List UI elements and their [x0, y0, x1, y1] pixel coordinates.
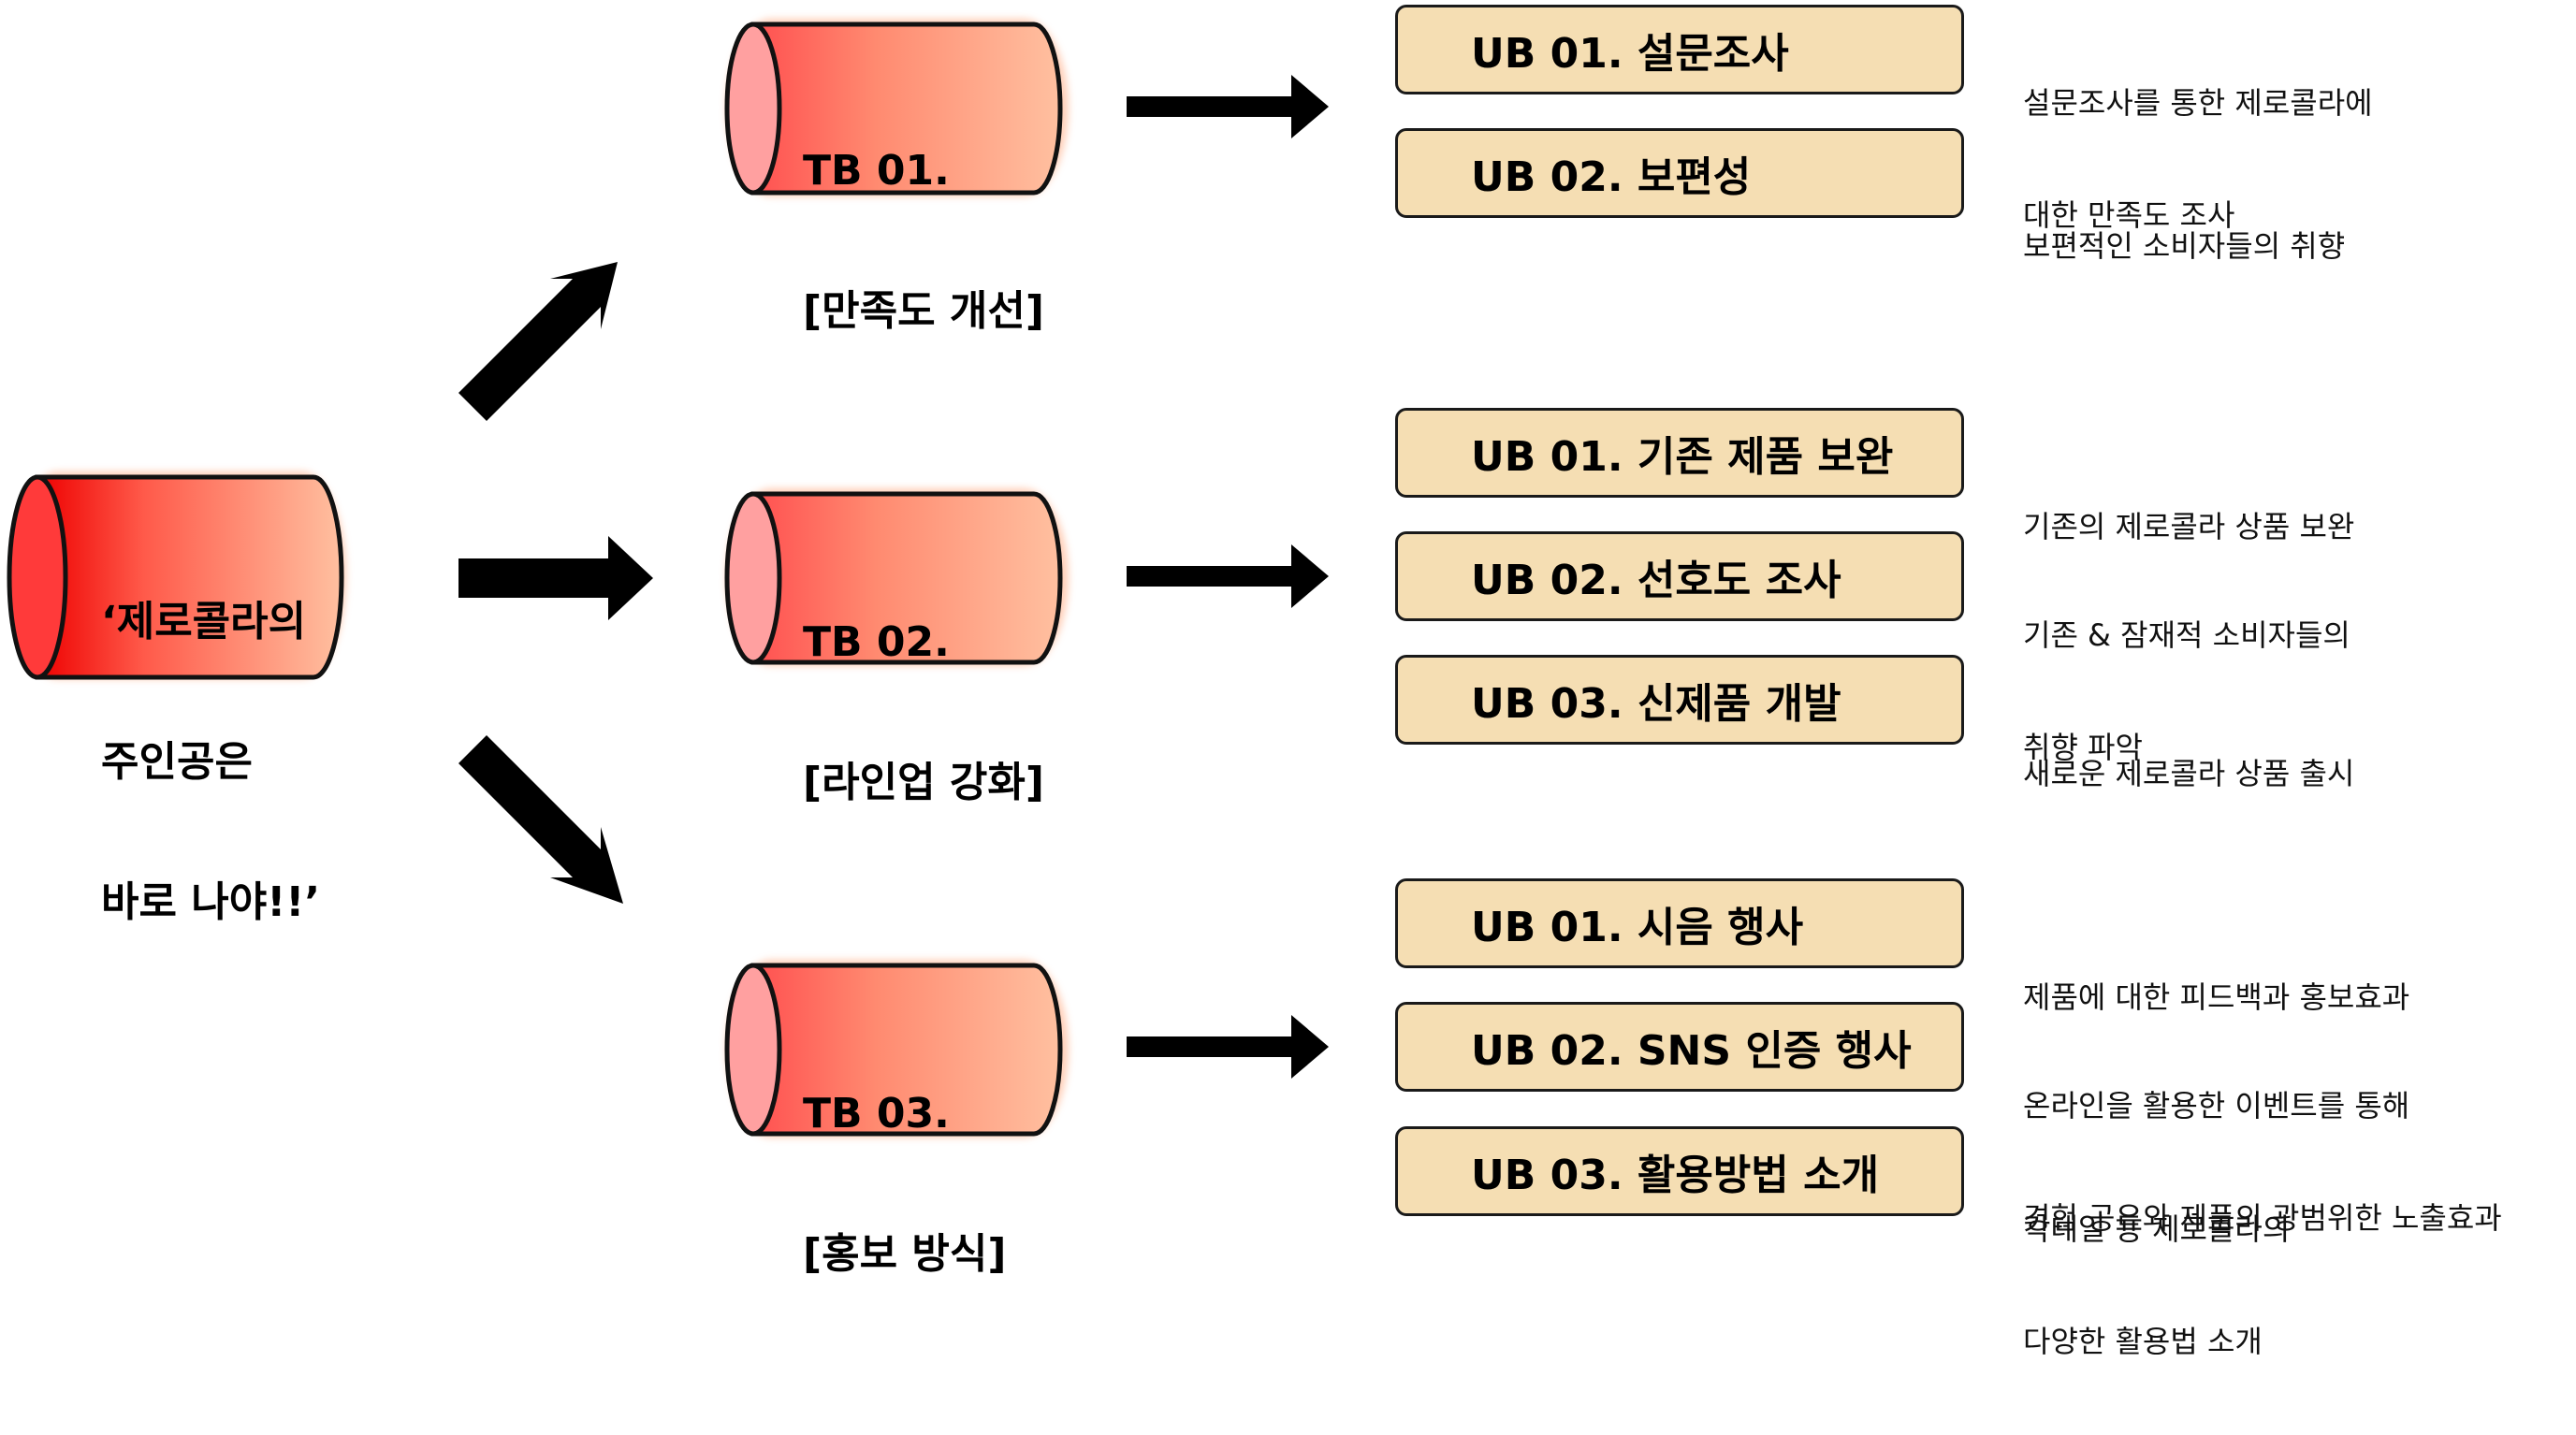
ub-desc-2-3: 새로운 제로콜라 상품 출시 — [2023, 680, 2354, 867]
root-line-2: 주인공은 — [101, 738, 253, 786]
diagram-canvas — [7, 19, 1329, 1138]
tb-3-label: TB 03. [홍보 방식] — [803, 997, 1006, 1371]
arrow-tb3 — [1127, 1015, 1329, 1079]
ub-desc-3-3: 칵테일 등 제로콜라의 다양한 활용법 소개 — [2023, 1136, 2290, 1435]
ub-box-3-3: UB 03. 활용방법 소개 — [1395, 1126, 1964, 1216]
ub-desc-1-1: 설문조사를 통한 제로콜라에 대한 만족도 조사 — [2023, 9, 2373, 309]
ub-desc-2-2: 기존 & 잠재적 소비자들의 취향 파악 — [2023, 542, 2350, 841]
tb-cylinder-1 — [724, 19, 1069, 196]
ub-box-3-2: UB 02. SNS 인증 행사 — [1395, 1002, 1964, 1092]
ub-box-2-2: UB 02. 선호도 조사 — [1395, 531, 1964, 621]
root-cylinder — [7, 471, 346, 680]
ub-desc-2-2-line-2: 취향 파악 — [2023, 730, 2143, 765]
ub-desc-3-3-line-1: 칵테일 등 제로콜라의 — [2023, 1211, 2291, 1247]
ub-box-1-1: UB 01. 설문조사 — [1395, 5, 1964, 94]
ub-desc-2-1-line-1: 기존의 제로콜라 상품 보완 — [2023, 509, 2355, 544]
arrow-right-center — [458, 536, 653, 620]
tb-3-line-1: TB 03. — [803, 1090, 950, 1138]
tb-1-line-1: TB 01. — [803, 147, 950, 195]
tb-cylinder-2 — [724, 488, 1069, 666]
ub-desc-1-1-line-1: 설문조사를 통한 제로콜라에 — [2023, 85, 2373, 121]
ub-desc-3-3-line-2: 다양한 활용법 소개 — [2023, 1324, 2263, 1359]
ub-desc-2-2-line-1: 기존 & 잠재적 소비자들의 — [2023, 617, 2350, 653]
ub-desc-1-2: 보편적인 소비자들의 취향 — [2023, 152, 2345, 340]
diagram-stage: ‘제로콜라의 주인공은 바로 나야!!’ TB 01. [만족도 개선] TB … — [7, 5, 2502, 1359]
arrow-up-right-shape — [458, 262, 618, 421]
ub-desc-2-3-line-1: 새로운 제로콜라 상품 출시 — [2023, 756, 2355, 791]
ub-desc-2-1: 기존의 제로콜라 상품 보완 — [2023, 433, 2354, 620]
ub-box-2-1: UB 01. 기존 제품 보완 — [1395, 408, 1964, 498]
root-line-1: ‘제로콜라의 — [101, 598, 307, 645]
ub-desc-1-2-line-1: 보편적인 소비자들의 취향 — [2023, 228, 2346, 264]
tb-2-line-1: TB 02. — [803, 618, 950, 666]
ub-box-3-1: UB 01. 시음 행사 — [1395, 878, 1964, 968]
arrow-tb1 — [1127, 75, 1329, 138]
arrow-tb2 — [1127, 544, 1329, 608]
tb-2-line-2: [라인업 강화] — [803, 759, 1044, 806]
ub-box-1-2: UB 02. 보편성 — [1395, 128, 1964, 218]
tb-1-line-2: [만족도 개선] — [803, 287, 1044, 335]
tb-3-line-2: [홍보 방식] — [803, 1230, 1007, 1278]
root-label: ‘제로콜라의 주인공은 바로 나야!!’ — [101, 505, 320, 1020]
tb-1-label: TB 01. [만족도 개선] — [803, 54, 1044, 428]
root-line-3: 바로 나야!!’ — [101, 878, 321, 926]
ub-desc-3-1-line-1: 제품에 대한 피드백과 홍보효과 — [2023, 979, 2410, 1015]
ub-desc-3-2-line-1: 온라인을 활용한 이벤트를 통해 — [2023, 1088, 2410, 1123]
ub-desc-1-1-line-2: 대한 만족도 조사 — [2023, 197, 2235, 233]
ub-desc-3-1: 제품에 대한 피드백과 홍보효과 — [2023, 904, 2409, 1091]
tb-2-label: TB 02. [라인업 강화] — [803, 526, 1044, 900]
arrow-down-right — [458, 735, 623, 904]
tb-cylinder-3 — [724, 960, 1069, 1138]
ub-box-2-3: UB 03. 신제품 개발 — [1395, 655, 1964, 745]
